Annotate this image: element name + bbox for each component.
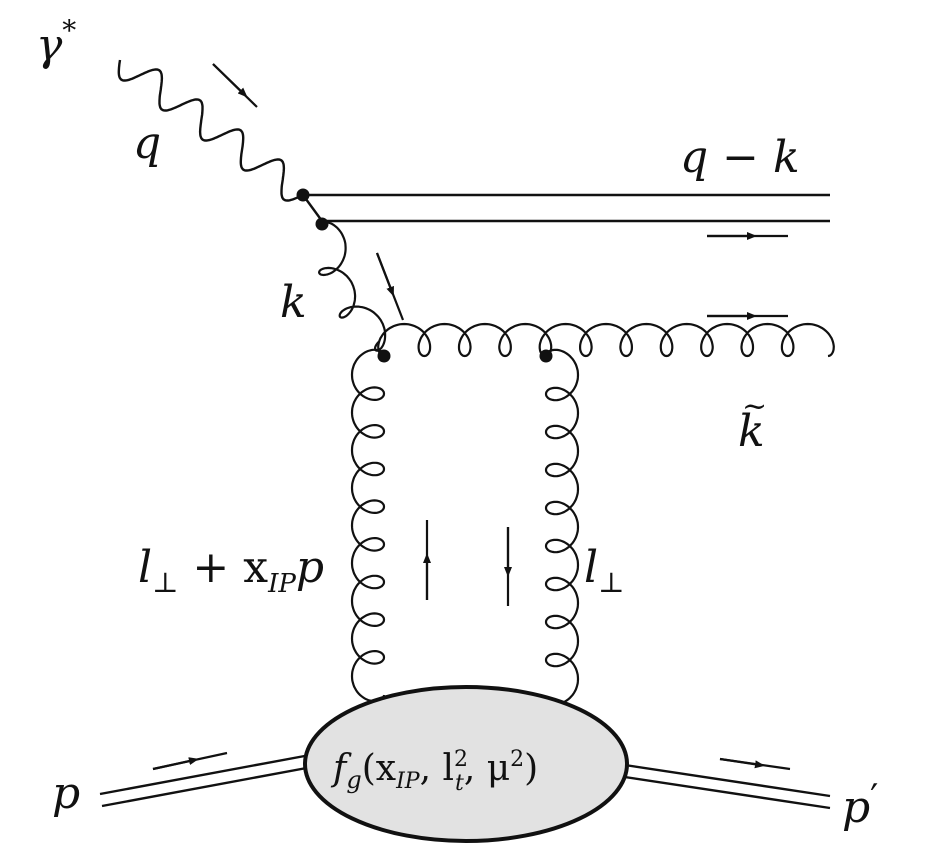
tilde-accent: ~ bbox=[742, 389, 767, 424]
vertex-right-gluon bbox=[539, 349, 553, 363]
vertices bbox=[296, 188, 553, 363]
photon-arrowhead bbox=[212, 63, 248, 98]
vertex-quark-gluon bbox=[315, 217, 329, 231]
gluon-k-arrowhead bbox=[375, 252, 394, 297]
incoming-proton-line bbox=[99, 753, 313, 808]
gluon-k-line bbox=[317, 221, 387, 352]
gpd-blob bbox=[303, 685, 629, 843]
label-outgoing-quark: q − k bbox=[680, 132, 800, 183]
label-proton-in: p bbox=[52, 768, 80, 819]
label-right-t-channel: l⊥ bbox=[584, 542, 624, 599]
proton-in-arrowhead bbox=[152, 757, 199, 771]
label-gluon-ktilde: k ~ bbox=[738, 389, 767, 457]
outgoing-quark-line bbox=[303, 193, 830, 223]
proton-out-arrowhead bbox=[719, 757, 765, 769]
vertex-photon-quark bbox=[296, 188, 310, 202]
t-channel-gluon-left bbox=[350, 348, 386, 703]
outgoing-proton-line bbox=[617, 762, 831, 810]
photon-line bbox=[117, 59, 304, 202]
gluon-ktilde-line bbox=[377, 322, 835, 358]
vertex-left-gluon bbox=[377, 349, 391, 363]
label-left-t-channel: l⊥ + xIPp bbox=[138, 542, 324, 599]
svg-text:k: k bbox=[738, 406, 765, 457]
t-channel-gluon-right bbox=[544, 348, 580, 706]
label-photon-momentum: q bbox=[133, 118, 161, 169]
label-proton-out: p′ bbox=[842, 778, 878, 833]
label-gluon-momentum: k bbox=[280, 277, 307, 328]
label-photon: γ* bbox=[36, 14, 76, 71]
